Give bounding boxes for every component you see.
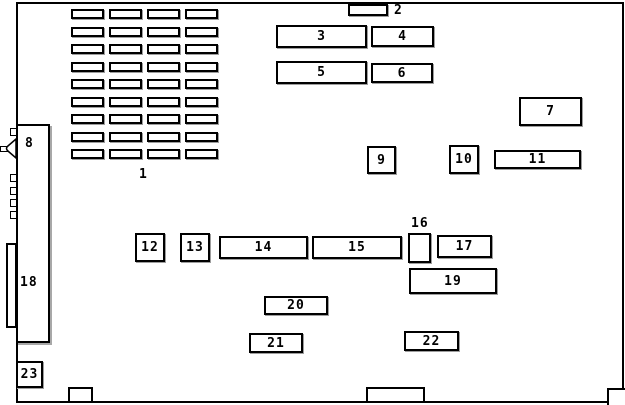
component-box-17: 17	[437, 235, 492, 258]
component-box-9: 9	[367, 146, 396, 174]
dip-socket-cell	[185, 27, 218, 37]
component-box-15: 15	[312, 236, 402, 259]
dip-socket-cell	[147, 114, 180, 124]
component-label-21: 21	[267, 335, 285, 351]
dip-socket-cell	[147, 132, 180, 142]
dip-socket-cell	[71, 44, 104, 54]
component-label-17: 17	[455, 239, 474, 254]
dip-socket-cell	[185, 62, 218, 72]
component-label-6: 6	[397, 65, 407, 81]
component-label-12: 12	[141, 240, 159, 255]
dip-socket-cell	[185, 149, 218, 159]
component-box-5: 5	[276, 61, 367, 84]
dip-socket-cell	[185, 132, 218, 142]
component-box-14: 14	[219, 236, 308, 259]
connector-pin	[10, 128, 17, 136]
dip-socket-cell	[147, 79, 180, 89]
dip-socket-cell	[71, 149, 104, 159]
component-label-8: 8	[25, 136, 33, 151]
dip-socket-cell	[109, 149, 142, 159]
corner-notch	[607, 388, 625, 405]
dip-socket-cell	[71, 114, 104, 124]
side-edge-connector	[6, 243, 17, 328]
din-plug-icon	[0, 138, 17, 159]
component-label-14: 14	[254, 240, 273, 255]
dip-socket-cell	[71, 62, 104, 72]
component-label-5: 5	[317, 65, 326, 80]
dip-socket-cell	[109, 44, 142, 54]
dip-socket-cell	[147, 62, 180, 72]
dip-socket-cell	[109, 27, 142, 37]
edge-connector-block: 8 18	[16, 124, 50, 343]
dip-socket-cell	[147, 44, 180, 54]
dip-socket-cell	[71, 27, 104, 37]
component-label-2: 2	[394, 3, 403, 18]
component-box-4: 4	[371, 26, 434, 47]
dip-socket-cell	[109, 114, 142, 124]
component-box-20: 20	[264, 296, 328, 315]
dip-socket-cell	[185, 9, 218, 19]
dip-socket-cell	[71, 79, 104, 89]
component-label-9: 9	[377, 152, 386, 168]
connector-pin	[10, 211, 17, 219]
dip-socket-cell	[147, 149, 180, 159]
dip-socket-cell	[71, 97, 104, 107]
connector-pin	[10, 199, 17, 207]
edge-notch-right	[366, 387, 425, 403]
component-box-10: 10	[449, 145, 479, 174]
dip-socket-cell	[109, 79, 142, 89]
component-box-7: 7	[519, 97, 582, 126]
dip-socket-cell	[185, 44, 218, 54]
component-box-3: 3	[276, 25, 367, 48]
dip-socket-cell	[109, 132, 142, 142]
component-label-18: 18	[20, 275, 38, 290]
dip-socket-cell	[109, 62, 142, 72]
dip-socket-cell	[185, 114, 218, 124]
connector-pin	[10, 187, 17, 195]
component-label-20: 20	[287, 298, 305, 313]
component-label-10: 10	[455, 152, 473, 167]
component-label-1: 1	[139, 167, 147, 182]
component-label-3: 3	[317, 29, 326, 44]
dip-socket-cell	[109, 97, 142, 107]
component-box-11: 11	[494, 150, 581, 169]
dip-socket-cell	[71, 132, 104, 142]
dip-socket-cell	[185, 97, 218, 107]
component-box-19: 19	[409, 268, 497, 294]
connector-pin	[10, 174, 17, 182]
component-box-6: 6	[371, 63, 433, 83]
component-box-22: 22	[404, 331, 459, 351]
component-label-23: 23	[20, 367, 39, 382]
component-box-23: 23	[16, 361, 43, 388]
component-box-12: 12	[135, 233, 165, 262]
dip-socket-cell	[185, 79, 218, 89]
component-label-16: 16	[411, 216, 429, 231]
component-label-22: 22	[422, 333, 441, 349]
component-box-16	[408, 233, 431, 263]
component-box-13: 13	[180, 233, 210, 262]
dip-socket-cell	[147, 9, 180, 19]
edge-notch-left	[68, 387, 93, 403]
component-label-7: 7	[546, 104, 555, 119]
component-label-4: 4	[398, 29, 407, 44]
component-box-2	[348, 4, 388, 16]
dip-socket-cell	[109, 9, 142, 19]
dip-socket-cell	[71, 9, 104, 19]
component-label-15: 15	[348, 240, 366, 255]
dip-socket-cell	[147, 97, 180, 107]
component-label-11: 11	[528, 152, 547, 167]
component-box-21: 21	[249, 333, 303, 353]
component-label-19: 19	[444, 273, 462, 289]
dip-socket-cell	[147, 27, 180, 37]
component-label-13: 13	[186, 240, 204, 255]
